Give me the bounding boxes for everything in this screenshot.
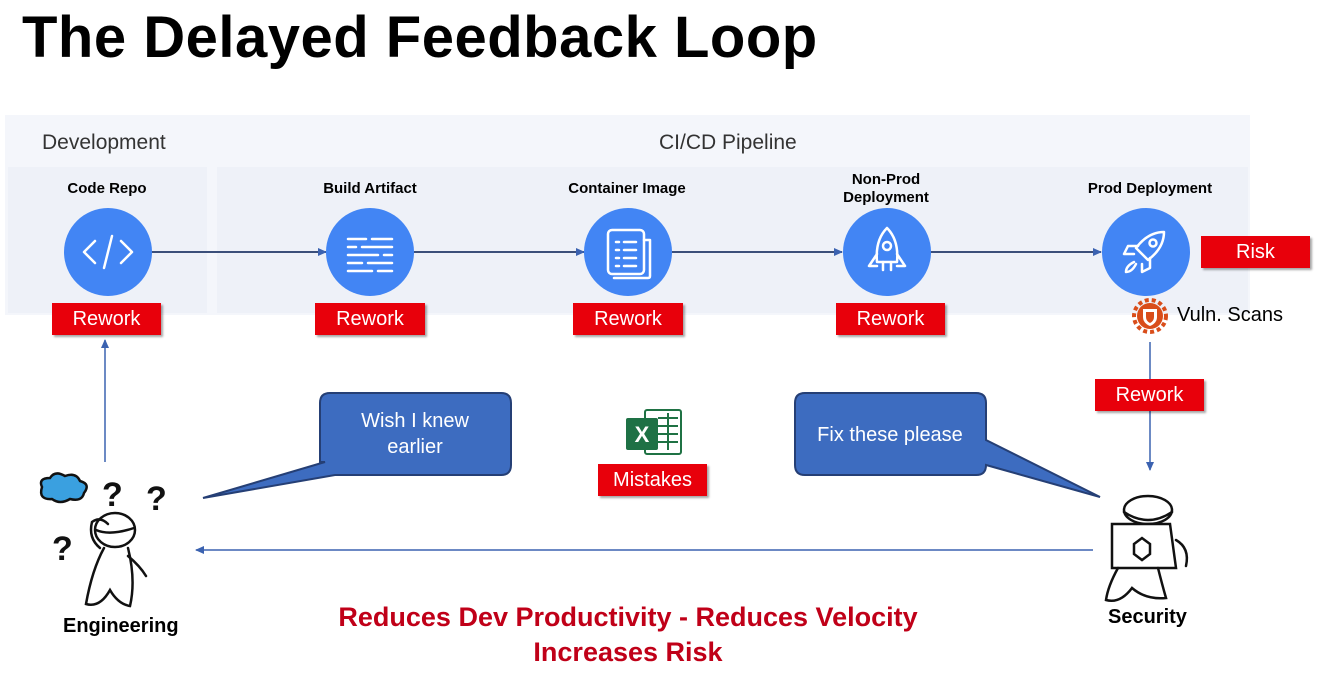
rework-badge-code-repo: Rework (52, 303, 161, 335)
svg-text:?: ? (52, 530, 73, 568)
mistakes-badge: Mistakes (598, 464, 707, 496)
security-figure (1104, 494, 1189, 602)
stage-label-container-image: Container Image (568, 180, 686, 197)
security-label: Security (1108, 606, 1187, 628)
rework-badge-container-image: Rework (573, 303, 683, 335)
callout-engineer-text: Wish I knew earlier (361, 410, 469, 458)
rocket-launch-icon (1122, 230, 1166, 274)
non-prod-deployment-node (843, 208, 931, 296)
stage-label-prod-deployment: Prod Deployment (1087, 180, 1213, 197)
svg-text:X: X (635, 422, 650, 447)
svg-text:?: ? (102, 476, 123, 514)
rework-badge-non-prod: Rework (836, 303, 945, 335)
engineering-label: Engineering (63, 615, 179, 637)
stage-label-non-prod-deployment: Non-Prod Deployment (843, 171, 929, 206)
build-artifact-node (326, 208, 414, 296)
engineer-figure: ? ? ? (39, 472, 167, 608)
rocket-icon (867, 226, 907, 272)
prod-deployment-node (1102, 208, 1190, 296)
code-repo-node (64, 208, 152, 296)
shield-gear-icon (1132, 298, 1168, 334)
document-icon (606, 228, 652, 280)
container-image-node (584, 208, 672, 296)
development-label: Development (42, 131, 166, 154)
code-icon (82, 234, 134, 270)
impact-line-2: Increases Risk (533, 637, 723, 667)
pipeline-label: CI/CD Pipeline (659, 131, 797, 154)
build-icon (346, 237, 394, 273)
rework-badge-build-artifact: Rework (315, 303, 425, 335)
stage-label-build-artifact: Build Artifact (323, 180, 417, 197)
svg-text:?: ? (146, 480, 167, 518)
callout-engineer-shape (202, 392, 512, 499)
stage-label-code-repo: Code Repo (67, 180, 147, 197)
rework-badge-security: Rework (1095, 379, 1204, 411)
page-title: The Delayed Feedback Loop (22, 5, 818, 70)
callout-security-shape (794, 392, 1101, 498)
impact-line-1: Reduces Dev Productivity - Reduces Veloc… (338, 602, 918, 632)
risk-badge: Risk (1201, 236, 1310, 268)
excel-icon: X (626, 409, 682, 455)
callout-security-text: Fix these please (817, 424, 963, 446)
vuln-scans-label: Vuln. Scans (1177, 304, 1283, 326)
